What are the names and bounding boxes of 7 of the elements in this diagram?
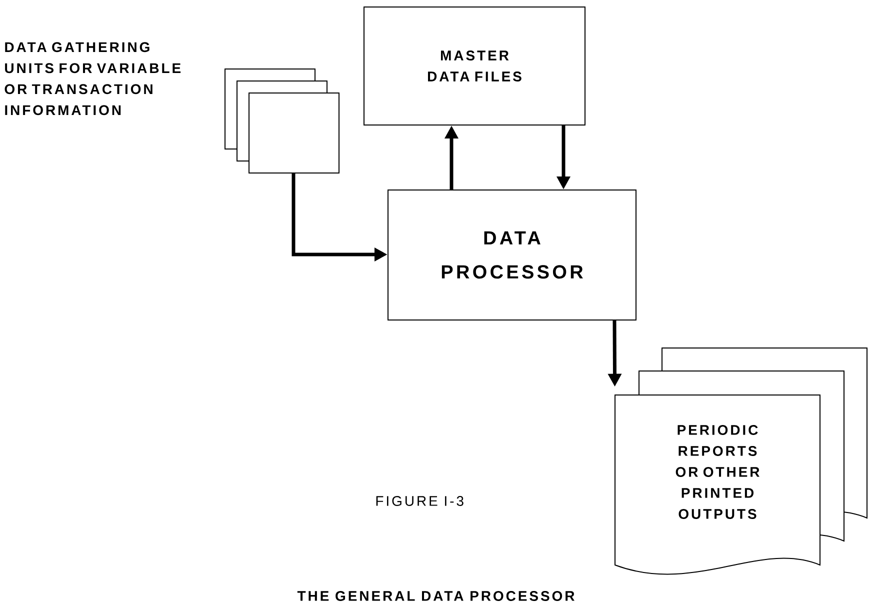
document-stack: PERIODIC REPORTS OR OTHER PRINTED OUTPUTS <box>614 348 868 575</box>
process-box: MASTER DATA FILES <box>364 6 586 126</box>
document-stack <box>224 68 340 174</box>
caption: THE GENERAL DATA PROCESSOR <box>297 591 574 601</box>
process-box: DATA PROCESSOR <box>388 190 636 320</box>
caption-text: DATA GATHERING UNITS FOR VARIABLE OR TRANSACTION INFORMATION <box>4 42 181 116</box>
figure-number: FIGURE I-3 <box>376 496 464 506</box>
